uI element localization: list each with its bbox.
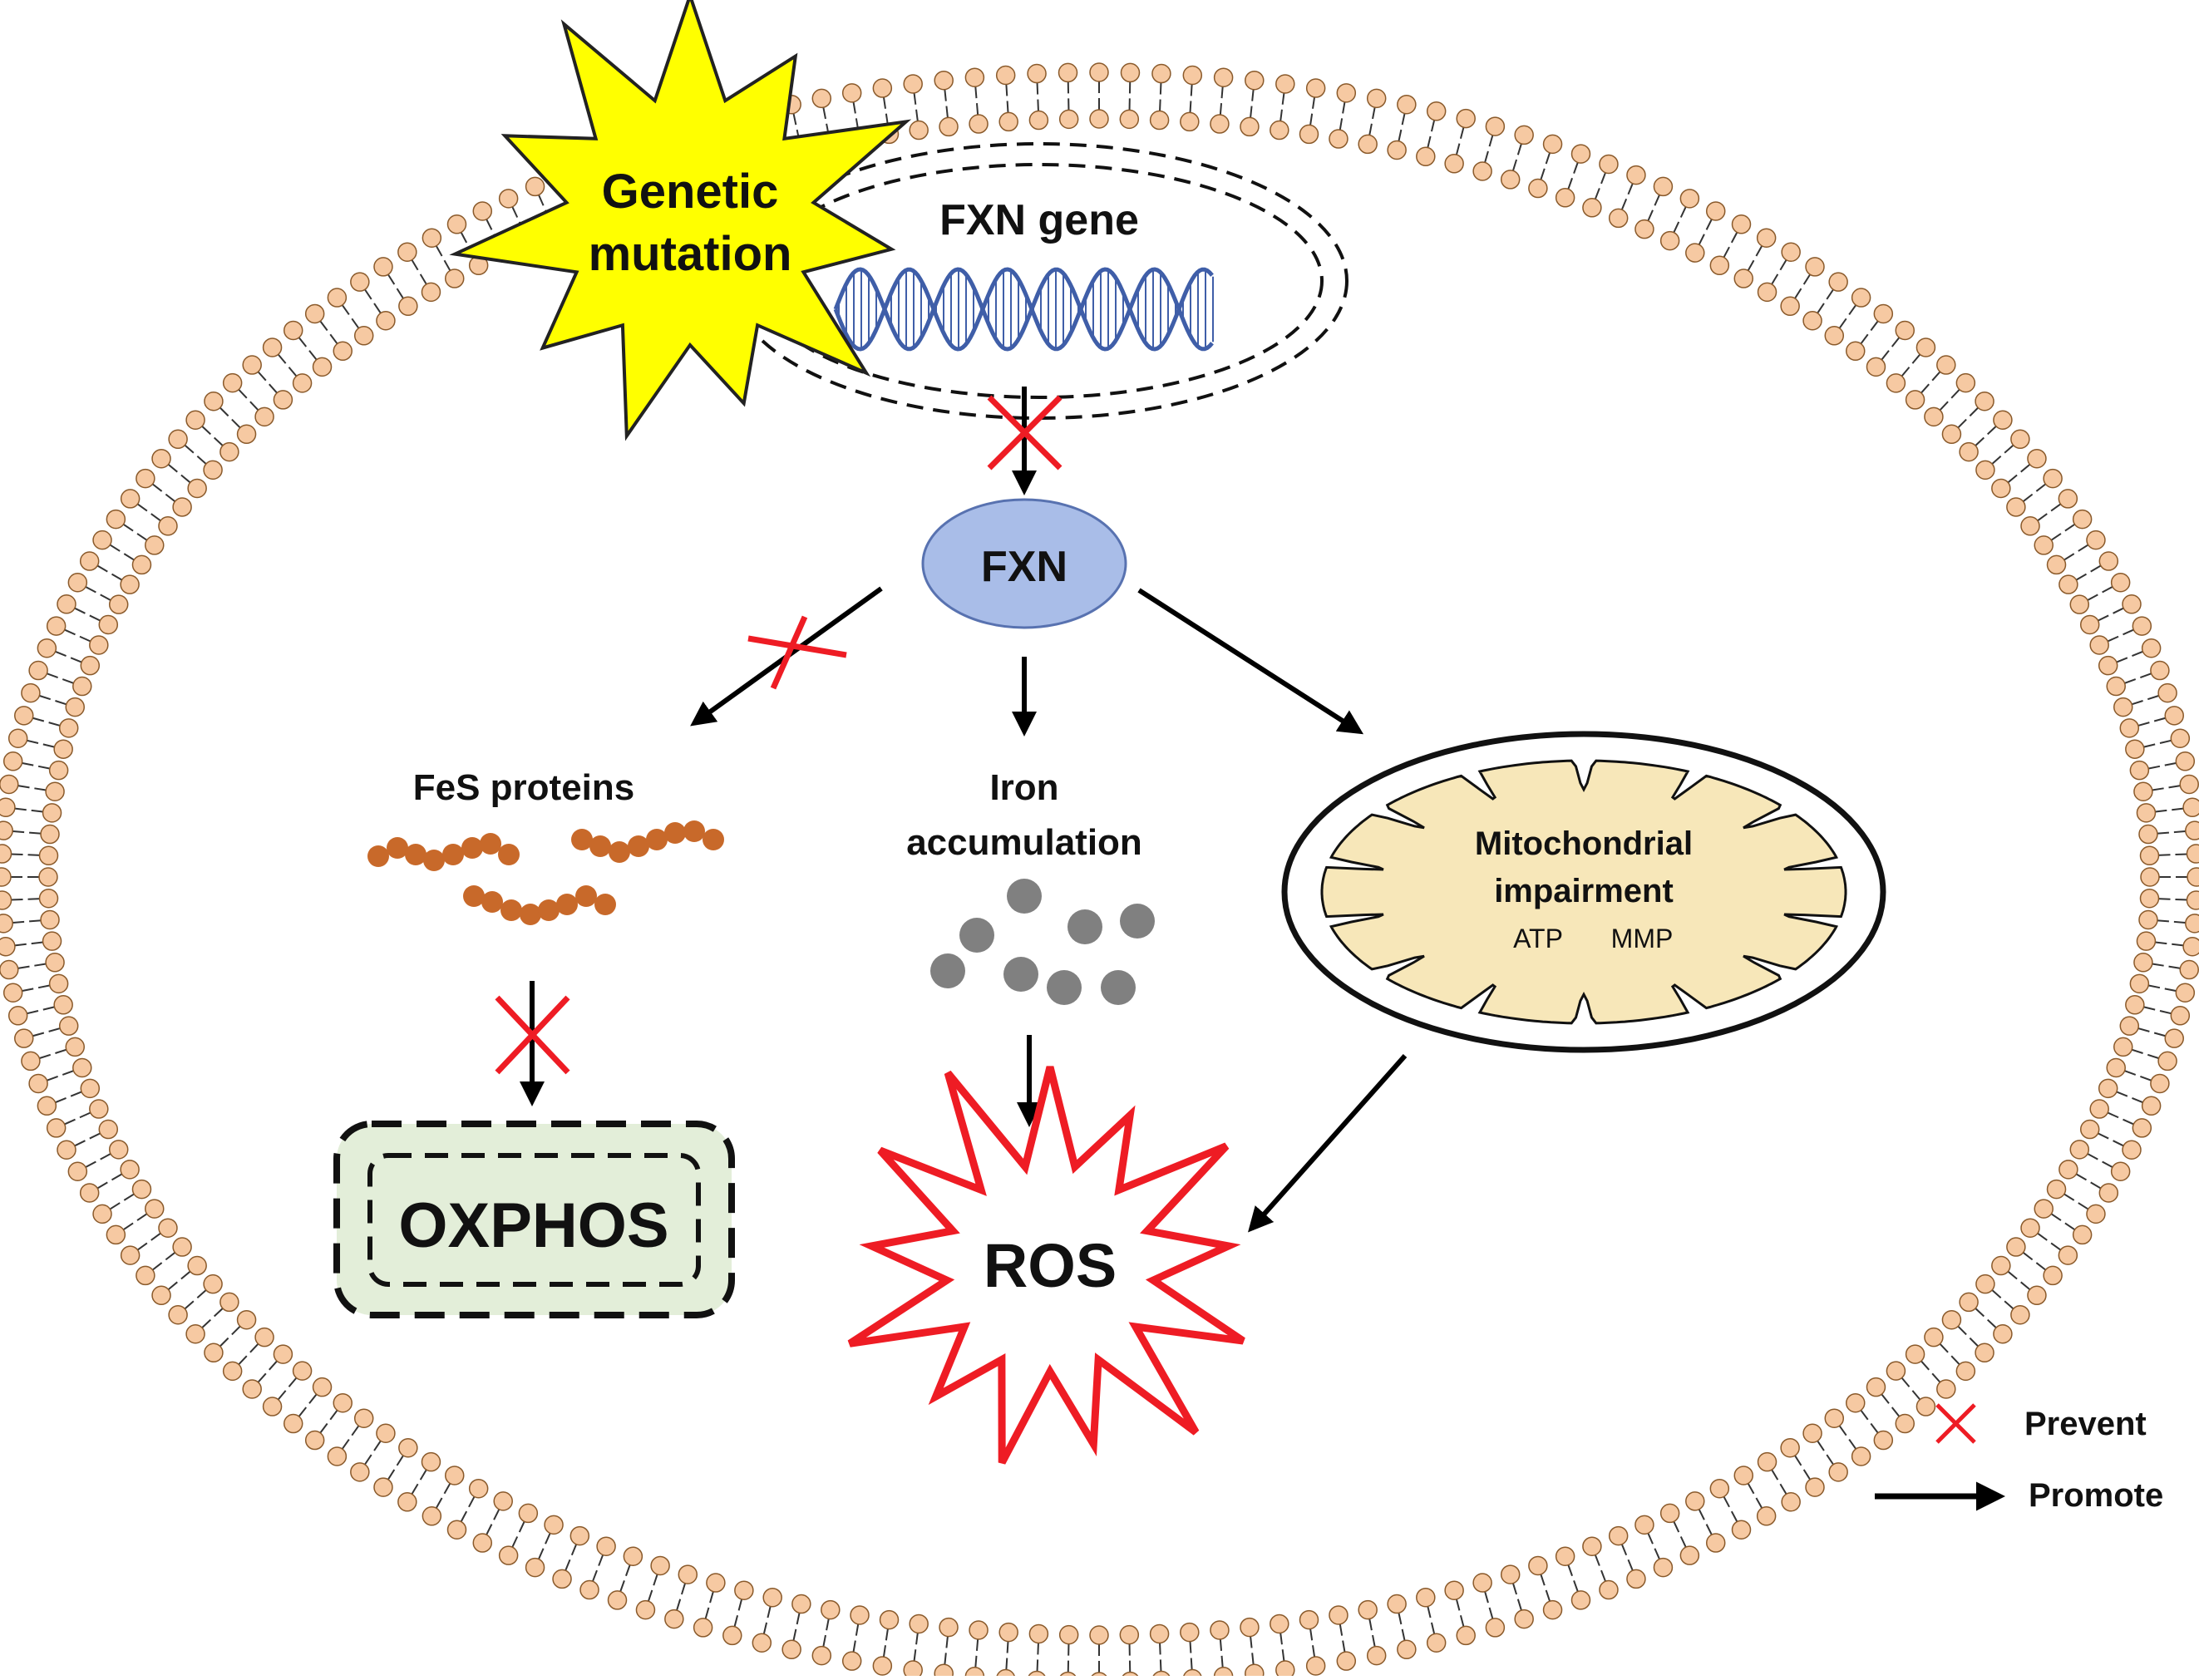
iron-label-line2: accumulation: [906, 822, 1142, 863]
oxphos-box: OXPHOS: [337, 1124, 732, 1315]
mmp-label: MMP: [1611, 924, 1674, 953]
ros-label: ROS: [984, 1231, 1117, 1300]
genetic-mutation-burst: Genetic mutation: [455, 0, 906, 436]
dna-helix-icon: [836, 269, 1213, 349]
legend-prevent-icon: [1937, 1405, 1975, 1442]
genetic-mutation-label-line1: Genetic: [602, 165, 779, 219]
mito-label-line2: impairment: [1494, 873, 1674, 909]
mito-label-line1: Mitochondrial: [1475, 825, 1693, 862]
mitochondria-to-ros-arrow: [1251, 1056, 1405, 1229]
mitochondrion: Mitochondrial impairment ATP MMP: [1284, 734, 1883, 1050]
iron-label-line1: Iron: [989, 767, 1058, 808]
legend-prevent-label: Prevent: [2024, 1406, 2147, 1442]
iron-particles: [930, 879, 1155, 1005]
genetic-mutation-label-line2: mutation: [589, 227, 792, 281]
legend-promote-label: Promote: [2029, 1477, 2163, 1514]
fxn-to-mitochondria-arrow: [1139, 590, 1359, 732]
prevent-x-icon: [748, 617, 846, 688]
fxn-label: FXN: [981, 543, 1067, 591]
fxn-gene-label: FXN gene: [939, 196, 1139, 244]
fxn-protein: FXN: [923, 500, 1126, 628]
atp-label: ATP: [1513, 924, 1563, 953]
fes-protein-chains: [367, 820, 724, 925]
legend: Prevent Promote: [1875, 1405, 2163, 1514]
ros-burst: ROS: [850, 1067, 1243, 1463]
fes-proteins-label: FeS proteins: [413, 767, 635, 808]
oxphos-label: OXPHOS: [398, 1190, 668, 1261]
